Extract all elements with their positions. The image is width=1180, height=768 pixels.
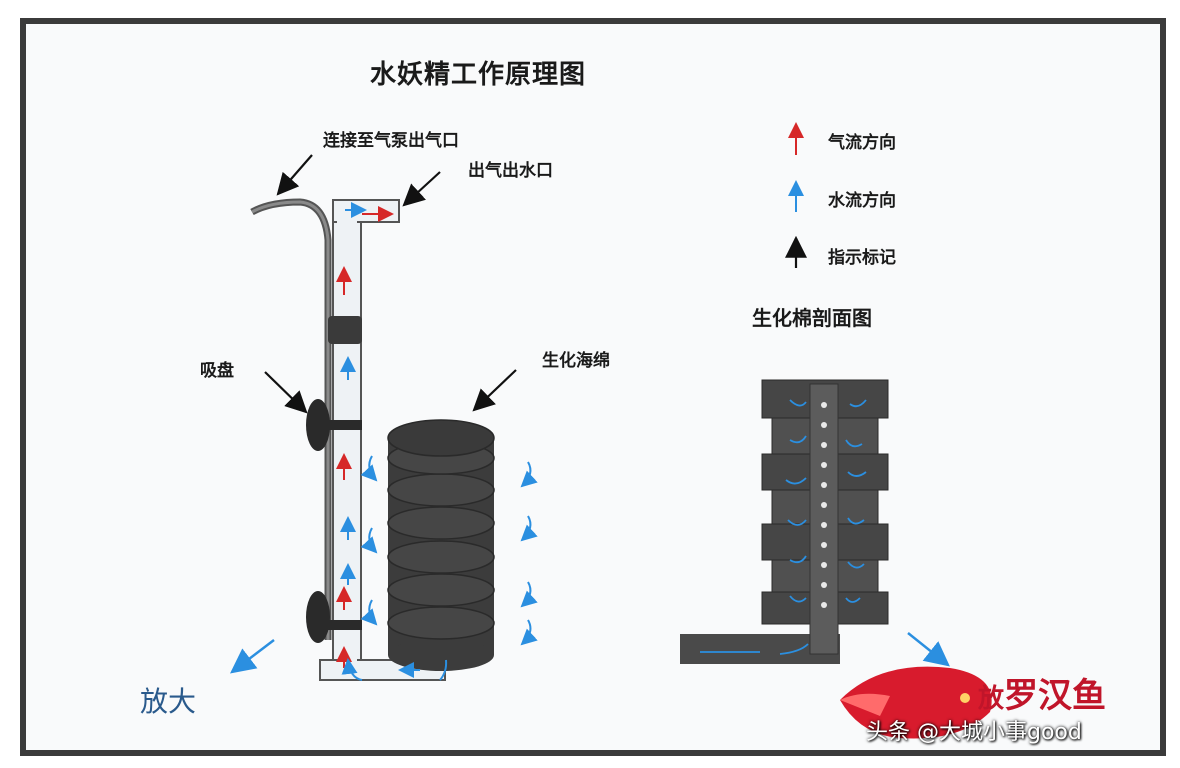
pointer-arrows bbox=[264, 154, 517, 414]
zoom-arrow-left bbox=[230, 639, 275, 674]
zoom-label: 放大 bbox=[140, 685, 197, 718]
brand-name: 罗汉鱼 bbox=[1004, 676, 1107, 716]
brand-logo-text: 放罗汉鱼 bbox=[978, 668, 1106, 717]
air-pump-outlet-label: 连接至气泵出气口 bbox=[323, 131, 459, 151]
brand-fish-logo bbox=[840, 666, 992, 739]
suction-cup-upper bbox=[306, 399, 362, 451]
legend-indicator-mark: 指示标记 bbox=[828, 248, 896, 268]
diagram-frame bbox=[20, 18, 1166, 756]
suction-cup-lower bbox=[306, 591, 362, 643]
watermark-text: 头条 @大城小事good bbox=[866, 720, 1082, 745]
cross-section-drawing bbox=[680, 379, 889, 664]
bio-sponge-stack bbox=[387, 419, 495, 671]
legend-water-flow: 水流方向 bbox=[828, 191, 896, 211]
diagram-title: 水妖精工作原理图 bbox=[370, 60, 587, 90]
bio-sponge-label: 生化海绵 bbox=[542, 351, 610, 371]
cross-section-title: 生化棉剖面图 bbox=[752, 306, 872, 330]
water-flow-arrows bbox=[340, 202, 538, 681]
brand-prefix: 放 bbox=[978, 684, 1005, 714]
zoom-arrow-right bbox=[907, 632, 950, 667]
tube-sleeve bbox=[328, 316, 362, 344]
suction-cup-label: 吸盘 bbox=[200, 361, 234, 381]
air-water-outlet-label: 出气出水口 bbox=[468, 161, 553, 181]
legend-air-flow: 气流方向 bbox=[828, 133, 896, 153]
